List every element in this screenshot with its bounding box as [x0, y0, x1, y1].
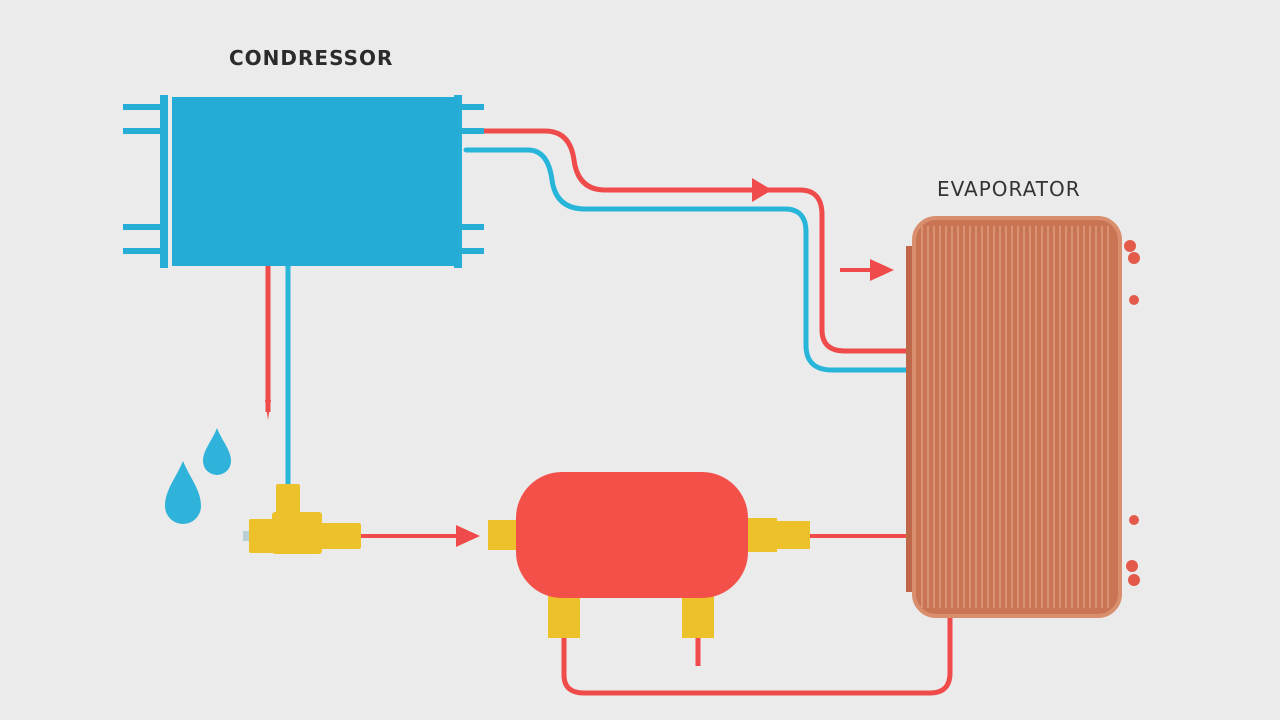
flow-arrow-icon — [840, 259, 894, 281]
expansion-valve — [243, 484, 361, 554]
condenser — [123, 95, 484, 268]
water-drop-icon — [203, 428, 231, 475]
flow-arrow-icon — [730, 178, 772, 202]
water-drop-icon — [165, 461, 201, 524]
hot-line-condenser-to-evaporator — [463, 128, 909, 354]
compressor-tank — [516, 472, 748, 598]
cold-line-condenser-to-evaporator — [463, 147, 909, 373]
hot-drop-tip — [265, 400, 271, 420]
evaporator-label: EVAPORATOR — [937, 177, 1081, 201]
return-line — [561, 612, 953, 696]
evaporator-fins — [921, 226, 1109, 608]
flow-arrow-icon — [456, 525, 480, 547]
condenser-label: CONDRESSOR — [229, 46, 394, 70]
evaporator — [906, 216, 1140, 618]
condenser-body — [172, 97, 458, 266]
compressor — [488, 472, 810, 638]
